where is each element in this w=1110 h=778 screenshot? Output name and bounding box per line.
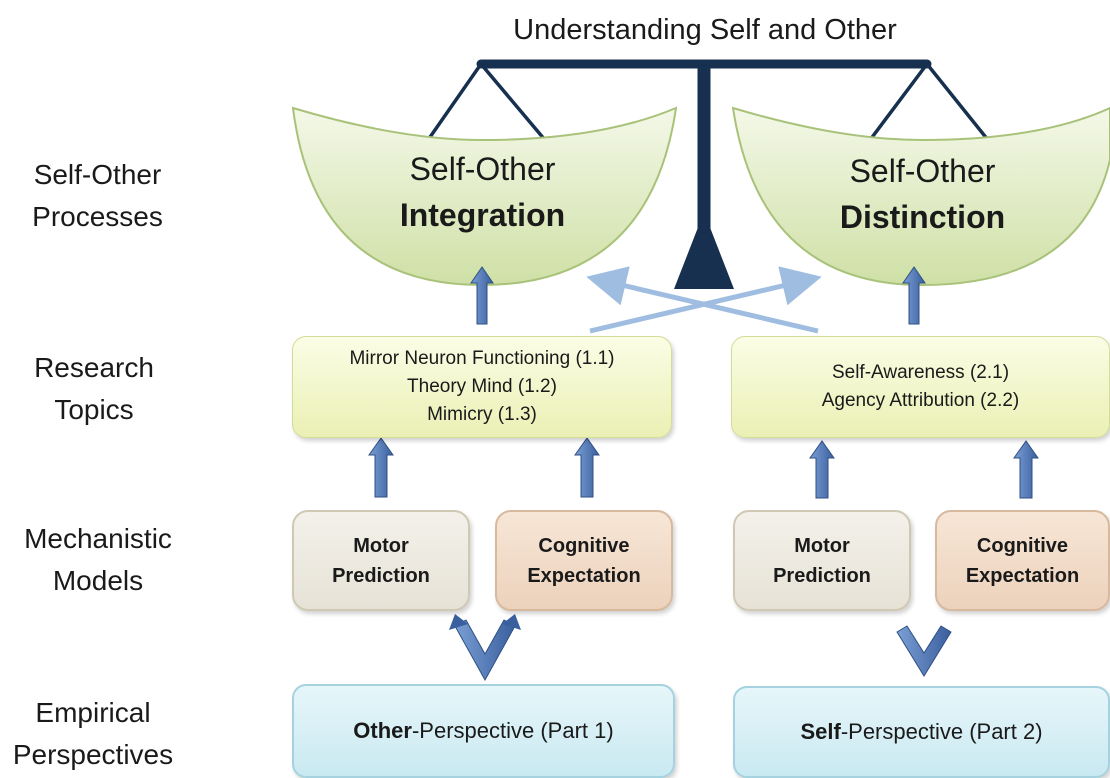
- left-bowl: [291, 106, 678, 287]
- bowl-line2: Integration: [399, 197, 566, 233]
- left-hanger-b: [479, 62, 547, 142]
- up-arrow-icon: [574, 437, 600, 498]
- up-arrow-icon: [470, 266, 494, 325]
- model-line: Prediction: [332, 564, 430, 587]
- model-line: Expectation: [527, 564, 641, 587]
- model-box-left-cognitive: Cognitive Expectation: [495, 510, 673, 611]
- row-label-line: Research: [34, 352, 154, 383]
- topic-item: Agency Attribution (2.2): [821, 390, 1020, 411]
- perspective-bold: Self: [800, 719, 841, 744]
- up-arrow-icon: [902, 266, 926, 325]
- perspective-rest: -Perspective (Part 1): [411, 718, 614, 743]
- diagram-title: Understanding Self and Other: [513, 14, 897, 46]
- row-label-line: Processes: [32, 201, 163, 232]
- bowl-line1: Self-Other: [849, 153, 996, 189]
- up-arrow-icon: [1013, 440, 1039, 499]
- topic-item: Mirror Neuron Functioning (1.1): [349, 348, 615, 369]
- row-label-topics: Research Topics: [0, 347, 188, 431]
- bowl-line1: Self-Other: [409, 151, 556, 187]
- model-line: Cognitive: [538, 534, 630, 557]
- v-arrow-left-icon: [449, 614, 521, 682]
- row-label-perspectives: Empirical Perspectives: [0, 692, 186, 776]
- row-label-models: Mechanistic Models: [0, 518, 196, 602]
- left-hanger-a: [426, 62, 483, 142]
- topic-item: Theory Mind (1.2): [407, 376, 557, 397]
- topic-item: Self-Awareness (2.1): [831, 362, 1010, 383]
- perspective-rest: -Perspective (Part 2): [840, 719, 1043, 744]
- topics-box-right: Self-Awareness (2.1) Agency Attribution …: [731, 336, 1110, 438]
- up-arrows: [368, 266, 1039, 499]
- right-hanger-a: [868, 62, 929, 142]
- up-arrow-icon: [809, 440, 835, 499]
- right-hanger-b: [925, 62, 990, 142]
- topic-item: Mimicry (1.3): [427, 404, 537, 425]
- row-label-line: Mechanistic: [24, 523, 172, 554]
- bowl-text-integration: Self-Other Integration: [330, 146, 635, 238]
- row-label-line: Topics: [54, 394, 134, 425]
- model-box-right-motor: Motor Prediction: [733, 510, 911, 611]
- model-box-left-motor: Motor Prediction: [292, 510, 470, 611]
- model-box-right-cognitive: Cognitive Expectation: [935, 510, 1110, 611]
- cross-arrows: [586, 266, 822, 334]
- v-arrow-right-icon: [896, 625, 952, 677]
- perspective-box-other: Other-Perspective (Part 1): [292, 684, 675, 778]
- cross-arrow-left: [586, 266, 819, 334]
- topics-box-left: Mirror Neuron Functioning (1.1) Theory M…: [292, 336, 672, 438]
- perspective-box-self: Self-Perspective (Part 2): [733, 686, 1110, 778]
- perspective-bold: Other: [353, 718, 412, 743]
- row-label-line: Models: [52, 565, 144, 596]
- up-arrow-icon: [368, 437, 394, 498]
- model-line: Prediction: [773, 564, 871, 587]
- row-label-line: Perspectives: [12, 739, 174, 770]
- bowl-text-distinction: Self-Other Distinction: [770, 148, 1075, 240]
- model-line: Cognitive: [976, 534, 1069, 557]
- right-bowl: [731, 106, 1110, 287]
- bowl-line2: Distinction: [839, 199, 1006, 235]
- model-line: Motor: [794, 534, 850, 557]
- model-line: Expectation: [965, 564, 1080, 587]
- row-label-line: Empirical: [35, 697, 151, 728]
- scale-base: [674, 212, 734, 289]
- row-label-line: Self-Other: [33, 159, 162, 190]
- row-label-processes: Self-Other Processes: [0, 154, 195, 238]
- model-line: Motor: [353, 534, 409, 557]
- balance-scale-icon: [426, 59, 990, 289]
